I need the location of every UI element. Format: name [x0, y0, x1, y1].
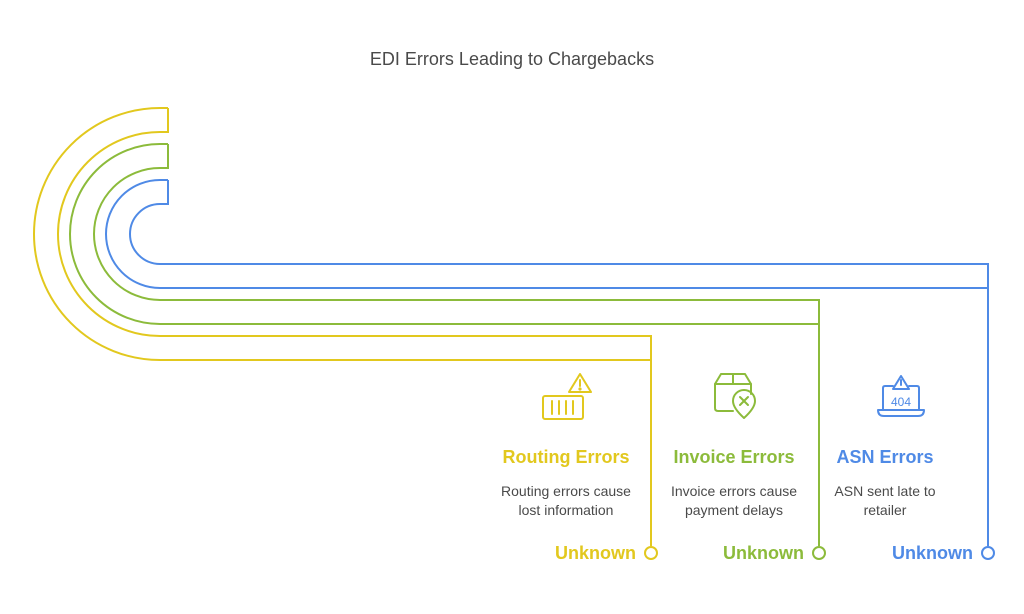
invoice-end-marker	[812, 546, 826, 560]
asn-value: Unknown	[892, 543, 973, 563]
svg-text:404: 404	[891, 395, 911, 409]
invoice-band	[69, 143, 820, 546]
invoice-value: Unknown	[723, 543, 804, 563]
routing-column: Routing Errors Routing errors cause lost…	[481, 447, 651, 520]
asn-end-marker	[981, 546, 995, 560]
routing-heading: Routing Errors	[502, 447, 630, 467]
asn-description: ASN sent late to retailer	[834, 483, 936, 518]
asn-band	[105, 179, 989, 546]
routing-value: Unknown	[555, 543, 636, 563]
asn-column: ASN Errors ASN sent late to retailer	[800, 447, 970, 520]
diagram-title: EDI Errors Leading to Chargebacks	[369, 49, 655, 69]
routing-description: Routing errors cause lost information	[501, 483, 631, 518]
package-cancel-icon	[714, 373, 756, 419]
routing-band	[33, 107, 652, 546]
invoice-heading: Invoice Errors	[673, 447, 795, 467]
invoice-description: Invoice errors cause payment delays	[670, 483, 798, 518]
shipping-container-warning-icon	[542, 373, 592, 420]
routing-end-marker	[644, 546, 658, 560]
asn-heading: ASN Errors	[836, 447, 934, 467]
invoice-column: Invoice Errors Invoice errors cause paym…	[649, 447, 819, 520]
laptop-404-warning-icon: 404	[877, 375, 925, 417]
